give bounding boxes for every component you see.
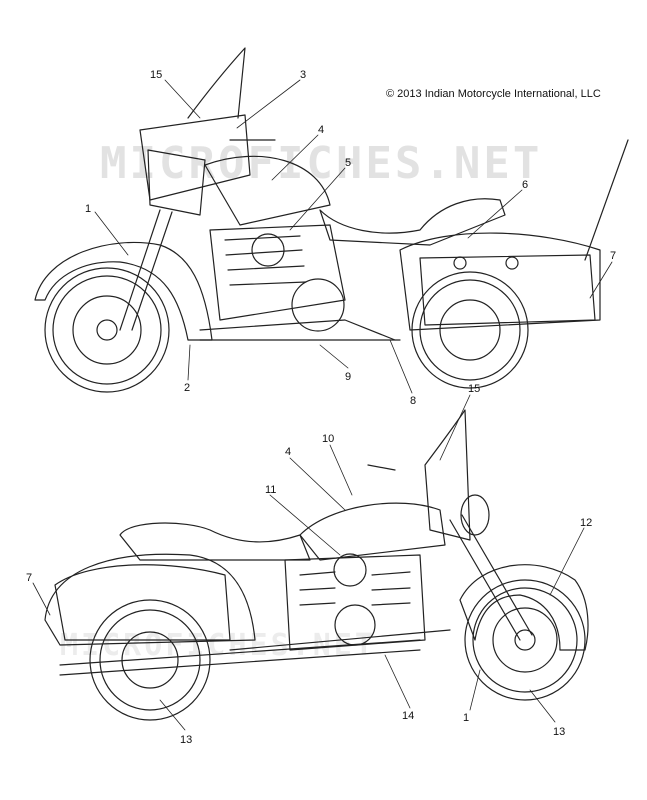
watermark-top: MICROFICHES.NET [100,138,543,189]
callout-1-bottom: 1 [463,712,469,724]
callout-11: 11 [265,484,276,496]
callout-13-right: 13 [553,726,565,738]
bottom-motorcycle [44,409,589,721]
callout-9: 9 [345,371,351,383]
callout-4-bottom: 4 [285,446,291,458]
callouts-bottom: 15 10 4 11 12 7 1 13 14 13 [26,383,592,746]
callout-13-left: 13 [180,734,192,746]
leader-lines-bottom [32,394,585,731]
callout-14: 14 [402,710,414,722]
callout-3: 3 [300,69,306,81]
callout-4-top: 4 [318,124,324,136]
top-motorcycle [34,47,629,393]
callout-5: 5 [345,157,351,169]
callouts-top: 15 3 4 5 6 1 7 2 9 8 [85,69,616,407]
callout-2: 2 [184,382,190,394]
copyright-notice: © 2013 Indian Motorcycle International, … [386,88,601,100]
callout-1-top: 1 [85,203,91,215]
callout-6: 6 [522,179,528,191]
callout-15-top: 15 [150,69,162,81]
callout-10: 10 [322,433,334,445]
callout-15-bottom: 15 [468,383,480,395]
callout-7-bottom: 7 [26,572,32,584]
callout-12: 12 [580,517,592,529]
callout-8: 8 [410,395,416,407]
leader-lines-top [94,79,613,394]
callout-7-top: 7 [610,250,616,262]
